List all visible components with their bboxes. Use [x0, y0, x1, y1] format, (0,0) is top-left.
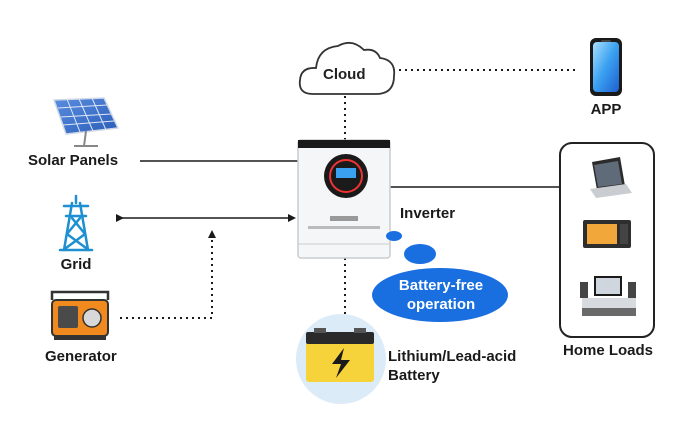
- smartphone-icon: [590, 38, 622, 96]
- generator-icon: [50, 290, 110, 340]
- power-tower-icon: [58, 194, 94, 252]
- home-loads-label: Home Loads: [562, 342, 654, 359]
- generator-label: Generator: [45, 348, 117, 365]
- microwave-icon: [583, 220, 631, 248]
- battery-label-line1: Lithium/Lead-acid: [388, 348, 517, 365]
- app-label: APP: [590, 101, 622, 118]
- generator-arrow: [120, 230, 216, 319]
- laptop-icon: [590, 157, 632, 198]
- grid-label: Grid: [60, 256, 92, 273]
- solar-panels-label: Solar Panels: [28, 152, 119, 169]
- battery-free-label-line1: Battery-free: [398, 277, 484, 294]
- battery-free-bubble: [372, 231, 508, 322]
- solar-panel-icon: [52, 97, 120, 147]
- battery-icon: [296, 314, 386, 404]
- cloud-icon: [298, 41, 396, 95]
- inverter-label: Inverter: [400, 205, 456, 222]
- battery-label-line2: Battery: [388, 367, 440, 384]
- cloud-label: Cloud: [323, 66, 366, 83]
- battery-free-label-line2: operation: [406, 296, 476, 313]
- tv-icon: [580, 276, 636, 316]
- inverter-icon: [297, 139, 391, 259]
